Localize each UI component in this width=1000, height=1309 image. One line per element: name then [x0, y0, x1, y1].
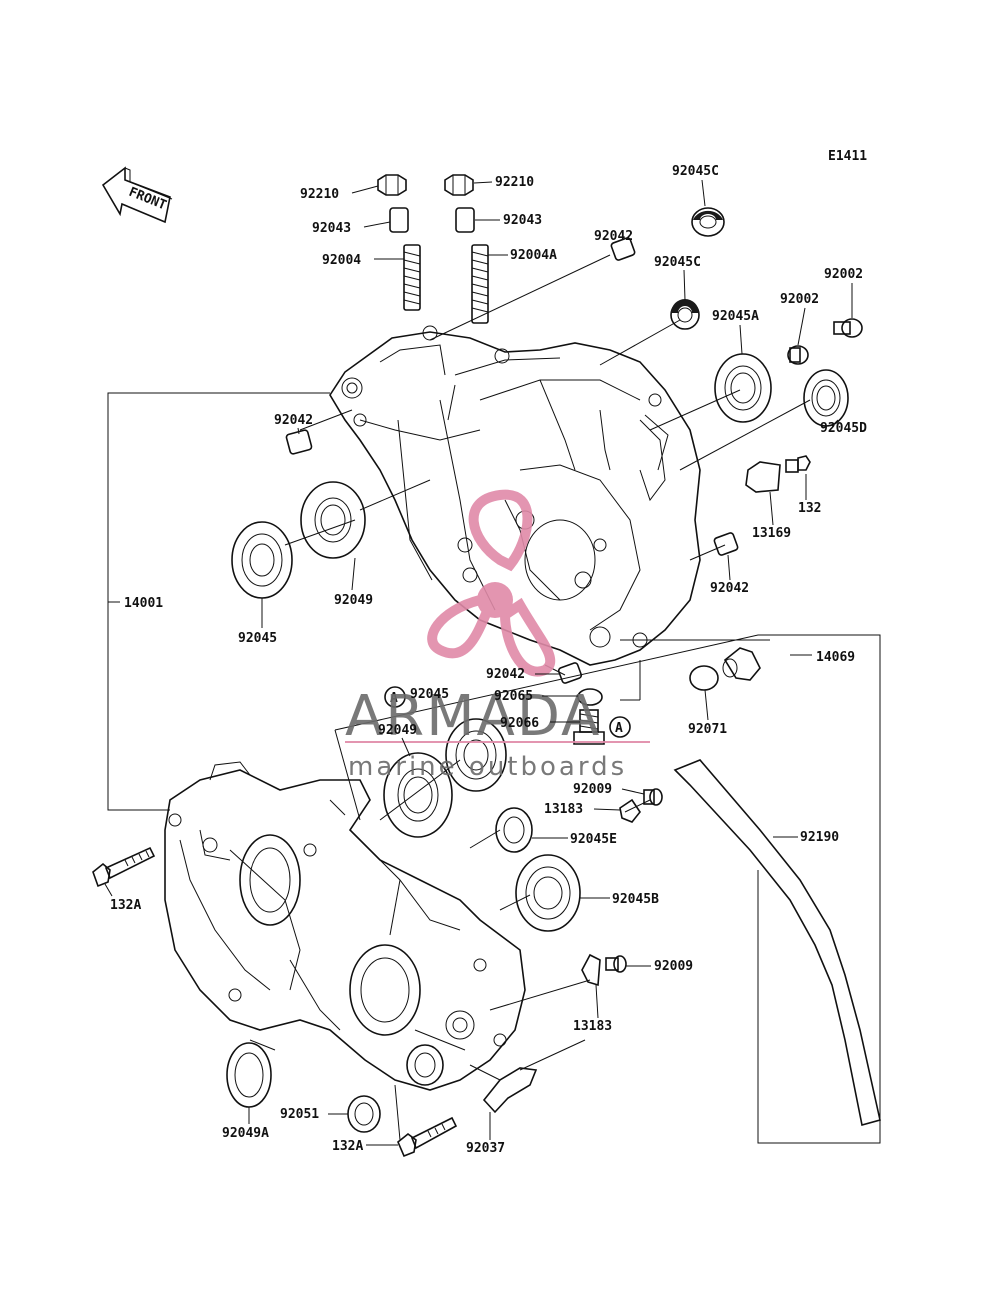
- label-92045-center: 92045: [410, 687, 449, 702]
- label-92045-left: 92045: [238, 631, 277, 646]
- label-92049-mid: 92049: [378, 723, 417, 738]
- ref-circle-a-left: A: [384, 686, 406, 708]
- screw-92009-b: [605, 955, 627, 973]
- label-132A-left: 132A: [110, 898, 141, 913]
- label-92210-left: 92210: [300, 187, 339, 202]
- washer-92065: [577, 688, 603, 706]
- collar-92043-left: [389, 207, 409, 233]
- label-92049-top: 92049: [334, 593, 373, 608]
- hose-92190: [673, 759, 881, 1127]
- front-arrow-icon: FRONT: [101, 166, 173, 224]
- label-132A-bottom: 132A: [332, 1139, 363, 1154]
- bolt-132A-left: [92, 846, 156, 888]
- label-92042-top: 92042: [594, 229, 633, 244]
- label-92065: 92065: [494, 689, 533, 704]
- label-92004A: 92004A: [510, 248, 557, 263]
- bearing-92045A: [714, 353, 772, 423]
- label-13183-a: 13183: [544, 802, 583, 817]
- bearing-92045-left: [231, 521, 293, 599]
- lower-crankcase-half: [164, 761, 526, 1091]
- oil-seal-92049-upper: [300, 481, 366, 559]
- label-92190: 92190: [800, 830, 839, 845]
- watermark-brand: ARMADA: [345, 684, 601, 749]
- label-92066: 92066: [500, 716, 539, 731]
- upper-crankcase-half: [329, 325, 701, 666]
- label-92042-right: 92042: [710, 581, 749, 596]
- label-92043-right: 92043: [503, 213, 542, 228]
- label-13169: 13169: [752, 526, 791, 541]
- part-labels: 92210 92210 92043 92043 92004 92004A 920…: [104, 164, 867, 1156]
- label-92045E: 92045E: [570, 832, 617, 847]
- bolt-132A-bottom: [397, 1116, 458, 1158]
- dowel-92042-right: [713, 532, 739, 556]
- nut-92210-left: [377, 174, 407, 196]
- grommet-92071: [689, 665, 719, 691]
- dowel-92042-left: [285, 429, 313, 455]
- label-92049A: 92049A: [222, 1126, 269, 1141]
- label-13183-b: 13183: [573, 1019, 612, 1034]
- svg-text:A: A: [615, 721, 623, 736]
- dowel-92042-center: [557, 662, 583, 684]
- label-92004: 92004: [322, 253, 361, 268]
- label-92002-a: 92002: [780, 292, 819, 307]
- bolt-92002-a: [787, 345, 809, 365]
- svg-text:A: A: [390, 691, 398, 706]
- label-92009-a: 92009: [573, 782, 612, 797]
- diagram-code: E1411: [828, 149, 867, 164]
- bearing-92045C-mid: [670, 299, 700, 330]
- ref-circle-a-right: A: [609, 716, 631, 738]
- label-92045C-top: 92045C: [672, 164, 719, 179]
- stud-92004: [403, 244, 421, 311]
- label-92002-b: 92002: [824, 267, 863, 282]
- plate-13183-b: [581, 953, 601, 987]
- label-132: 132: [798, 501, 821, 516]
- label-92037: 92037: [466, 1141, 505, 1156]
- bearing-92045B: [515, 854, 581, 932]
- bearing-92045C-top: [691, 207, 725, 237]
- label-92210-right: 92210: [495, 175, 534, 190]
- seal-92051: [347, 1095, 381, 1133]
- oil-seal-92049A: [226, 1042, 272, 1108]
- label-92051: 92051: [280, 1107, 319, 1122]
- label-14001: 14001: [124, 596, 163, 611]
- plate-13169: [745, 461, 781, 493]
- bolt-132: [785, 455, 811, 473]
- collar-92043-right: [455, 207, 475, 233]
- elbow-14069: [722, 647, 761, 681]
- armada-watermark: ARMADA marine outboards: [345, 489, 650, 782]
- label-92045C-mid: 92045C: [654, 255, 701, 270]
- dowel-92042-top: [610, 237, 636, 261]
- label-92071: 92071: [688, 722, 727, 737]
- oil-seal-92049-mid: [383, 752, 453, 838]
- bolt-92002-b: [833, 318, 863, 338]
- label-92045D: 92045D: [820, 421, 867, 436]
- stud-92004A: [471, 244, 489, 324]
- nut-92210-right: [444, 174, 474, 196]
- label-92045A: 92045A: [712, 309, 759, 324]
- watermark-tagline: marine outboards: [348, 752, 627, 782]
- label-92045B: 92045B: [612, 892, 659, 907]
- drain-plug-92066: [573, 709, 605, 745]
- label-92042-center: 92042: [486, 667, 525, 682]
- bearing-92045D: [803, 369, 849, 427]
- label-14069: 14069: [816, 650, 855, 665]
- propeller-logo-icon: [427, 489, 556, 677]
- label-92042-left: 92042: [274, 413, 313, 428]
- screw-92009-a: [643, 788, 663, 806]
- bearing-92045-center: [445, 718, 507, 792]
- plate-13183-a: [619, 798, 641, 823]
- leader-lines: [107, 254, 881, 1144]
- clamp-92037: [482, 1067, 538, 1114]
- label-92043-left: 92043: [312, 221, 351, 236]
- label-92009-b: 92009: [654, 959, 693, 974]
- bearing-92045E: [495, 807, 533, 853]
